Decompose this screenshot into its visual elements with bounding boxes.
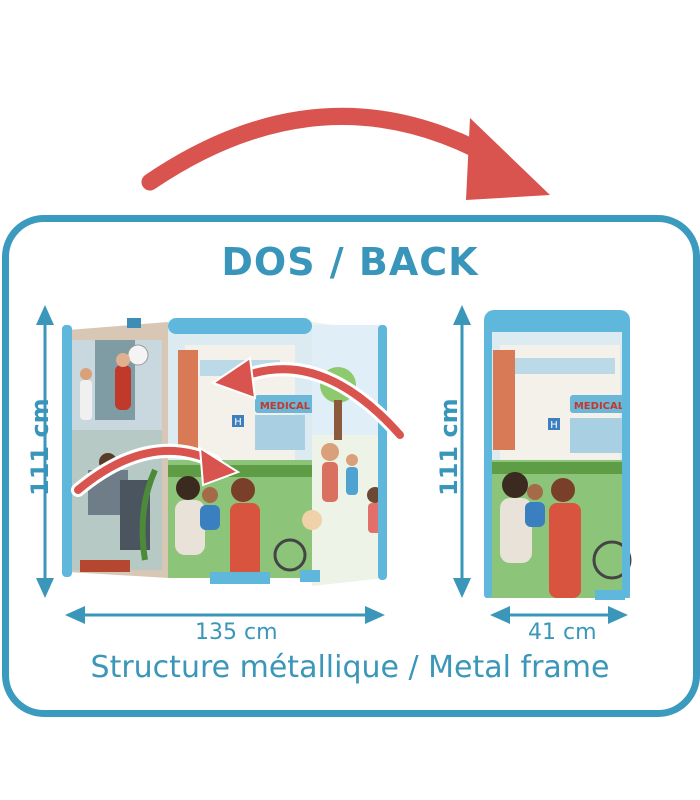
svg-text:H: H [234, 417, 242, 428]
middle-panel: MEDICAL H [168, 318, 315, 584]
single-panel: MEDICAL H [484, 310, 632, 600]
svg-text:H: H [550, 420, 558, 431]
medical-sign-right: MEDICAL [574, 401, 625, 412]
width-label-unfolded: 135 cm [195, 620, 278, 645]
curved-arrow-icon [141, 107, 550, 200]
width-label-panel: 41 cm [528, 620, 597, 645]
caption: Structure métallique / Metal frame [90, 650, 610, 685]
height-label-left: 111 cm [26, 398, 54, 496]
page-title: DOS / BACK [221, 240, 479, 284]
white-arrows [71, 356, 407, 497]
dimension-arrow-icon [36, 305, 628, 624]
height-label-right: 111 cm [435, 398, 463, 496]
medical-sign-left: MEDICAL [260, 401, 311, 412]
